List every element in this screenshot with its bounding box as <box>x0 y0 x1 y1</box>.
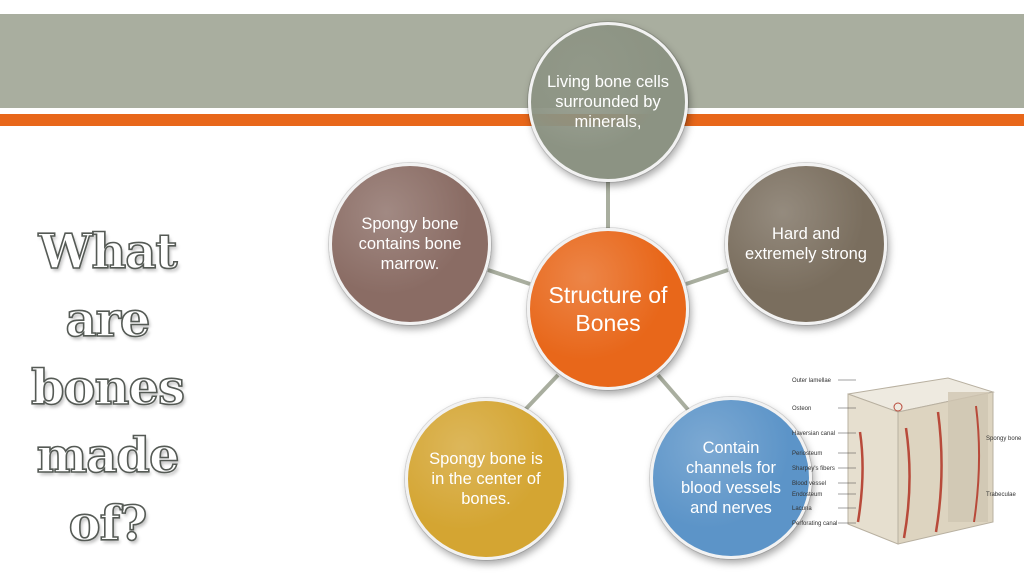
node-right-label: Hard and extremely strong <box>745 225 867 263</box>
connector-bottom-right <box>656 373 692 414</box>
figure-label-left: Blood vessel <box>792 481 826 487</box>
spongy-bone-region <box>948 392 988 522</box>
figure-label-left: Sharpey's fibers <box>792 466 835 472</box>
blood-vessel-2 <box>902 427 911 539</box>
connector-right <box>685 268 729 286</box>
figure-label-right: Spongy bone <box>986 436 1022 442</box>
node-center-label: Structure of Bones <box>548 282 668 336</box>
bone-block-front <box>847 393 899 545</box>
header-band <box>0 14 1024 108</box>
title-line-2: bones <box>30 359 186 417</box>
node-channels: Contain channels for blood vessels and n… <box>650 397 812 559</box>
figure-label-left: Perforating canal <box>792 521 837 527</box>
blood-vessel-1 <box>856 431 864 523</box>
blood-vessel-3 <box>934 411 943 533</box>
figure-label-left: Outer lamellae <box>792 378 832 384</box>
node-bottom-right-label: Contain channels for blood vessels and n… <box>681 439 781 517</box>
title-line-3: made of? <box>36 427 181 553</box>
node-top-label: Living bone cells surrounded by minerals… <box>547 73 669 131</box>
accent-band <box>0 114 1024 126</box>
connector-left <box>487 268 531 286</box>
connector-bottom-left <box>521 373 560 414</box>
slide-title: What are bones made of? <box>0 218 215 558</box>
node-center-structure: Structure of Bones <box>527 228 689 390</box>
node-left-label: Spongy bone contains bone marrow. <box>358 215 462 273</box>
osteon-marker <box>893 402 903 412</box>
node-spongy-marrow: Spongy bone contains bone marrow. <box>329 163 491 325</box>
node-hard-strong: Hard and extremely strong <box>725 163 887 325</box>
title-line-1: What are <box>38 223 179 349</box>
figure-label-left: Haversian canal <box>792 431 835 437</box>
node-spongy-center: Spongy bone is in the center of bones. <box>405 398 567 560</box>
blood-vessel-4 <box>973 405 981 523</box>
header-divider <box>0 108 1024 114</box>
figure-label-left: Osteon <box>792 406 811 412</box>
figure-label-left: Periosteum <box>792 451 822 457</box>
figure-label-left: Lacuna <box>792 506 812 512</box>
node-living-bone-cells: Living bone cells surrounded by minerals… <box>528 22 688 182</box>
node-bottom-left-label: Spongy bone is in the center of bones. <box>429 450 543 508</box>
figure-label-left: Endosteum <box>792 492 822 498</box>
figure-label-right: Trabeculae <box>986 492 1016 498</box>
